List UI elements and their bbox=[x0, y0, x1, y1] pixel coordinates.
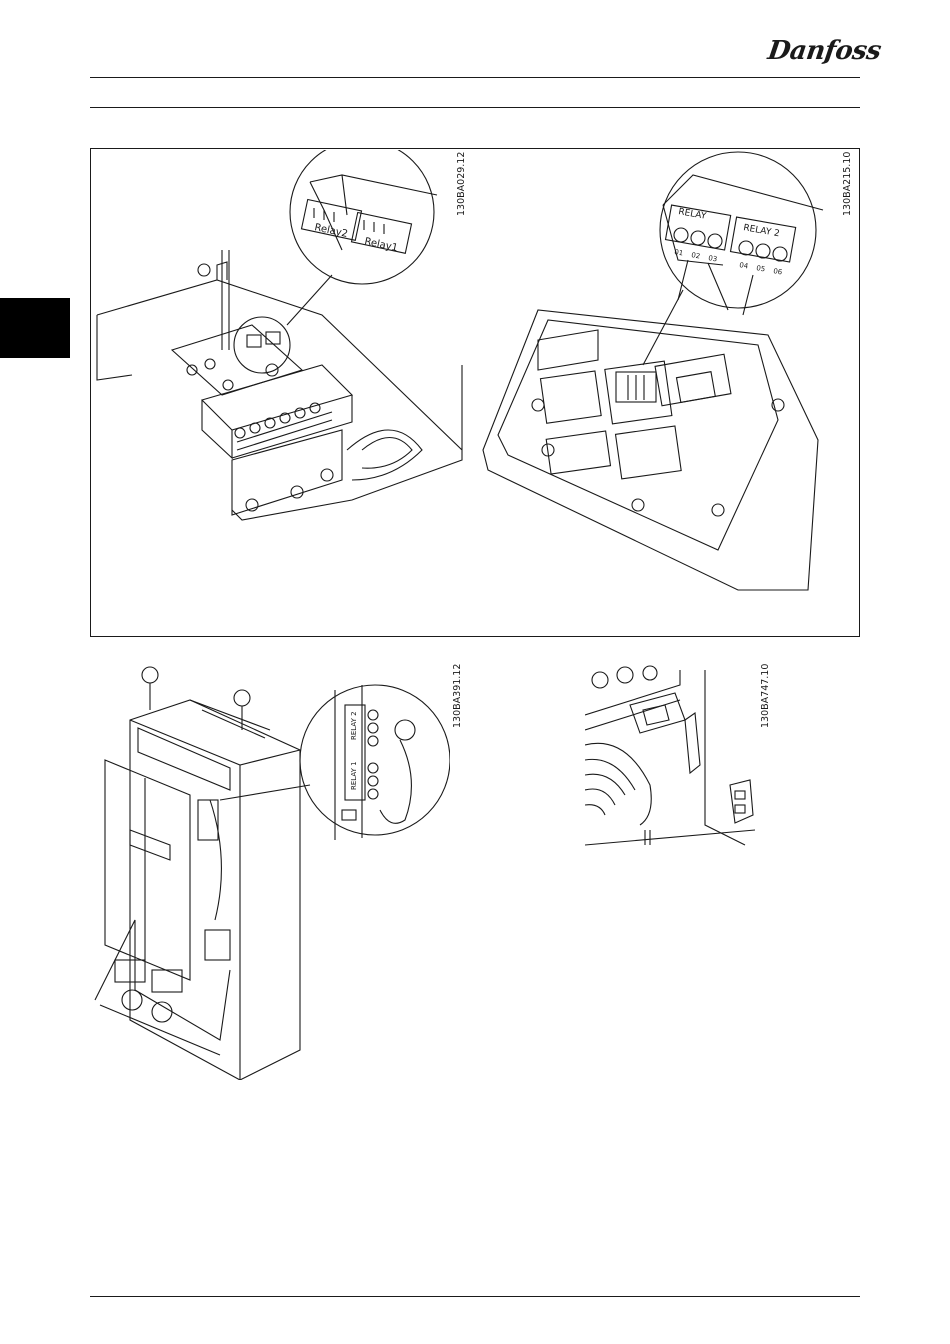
brand-logo: Danfoss bbox=[766, 36, 883, 66]
relay2-label-a2: Relay2 bbox=[313, 222, 348, 240]
terminal-01: 01 bbox=[674, 248, 684, 257]
relay2-label-a5: RELAY 2 bbox=[742, 223, 780, 239]
relay-drawing-c: RELAY 2 RELAY 1 bbox=[90, 660, 450, 1080]
header-rule-bottom bbox=[90, 107, 860, 108]
relay2-label-c: RELAY 2 bbox=[350, 711, 358, 740]
relay-drawing-a5: RELAY RELAY 2 01 02 03 04 05 06 bbox=[478, 150, 838, 600]
relay-drawing-d bbox=[585, 665, 755, 855]
relay-label-a5: RELAY bbox=[677, 207, 707, 222]
figure-code-bottom-left: 130BA391.12 bbox=[452, 664, 463, 728]
relay1-label-a2: Relay1 bbox=[363, 236, 398, 254]
terminal-02: 02 bbox=[691, 251, 701, 260]
header-rule-top bbox=[90, 77, 860, 78]
figure-code-top-right: 130BA215.10 bbox=[842, 152, 853, 216]
figure-code-top-left: 130BA029.12 bbox=[456, 152, 467, 216]
terminal-06: 06 bbox=[773, 267, 784, 277]
terminal-05: 05 bbox=[756, 264, 766, 273]
relay1-label-c: RELAY 1 bbox=[350, 761, 358, 790]
figure-code-bottom-right: 130BA747.10 bbox=[760, 664, 771, 728]
terminal-04: 04 bbox=[739, 261, 750, 271]
footer-rule bbox=[90, 1296, 860, 1297]
chapter-tab bbox=[0, 298, 70, 358]
relay-drawing-a2: Relay2 Relay1 bbox=[92, 150, 472, 530]
terminal-03: 03 bbox=[708, 254, 718, 263]
